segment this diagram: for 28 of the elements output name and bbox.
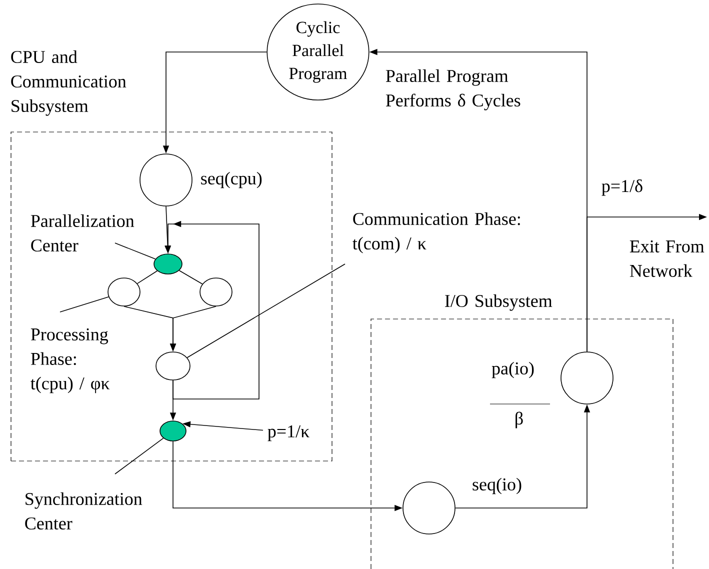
queue-circle (560, 352, 614, 404)
leader-line (114, 438, 164, 474)
annotation-text: Processing Phase: t(cpu) / φκ (30, 328, 110, 394)
annotation-text: p=1/κ (268, 425, 310, 442)
leader-line (114, 242, 156, 260)
queue-circle (402, 482, 456, 534)
processor-ellipse (108, 278, 140, 306)
center-ellipse (160, 420, 186, 442)
annotation-text: Synchronization Center (25, 492, 142, 530)
center-ellipse (154, 254, 182, 274)
connector-line (178, 270, 203, 284)
subsystem-title: CPU and Communication Subsystem (11, 50, 126, 116)
processor-ellipse (156, 352, 190, 380)
subsystem-title: I/O Subsystem (445, 294, 552, 311)
annotation-text: Communication Phase: t(com) / κ (352, 212, 520, 254)
note-text: Parallel Program Performs δ Cycles (386, 69, 520, 110)
queue-circle (140, 154, 192, 206)
connector-line (136, 270, 158, 284)
queue-label: pa(io) (492, 362, 534, 378)
queue-label: seq(io) (472, 478, 522, 494)
leader-line (186, 264, 346, 358)
annotation-text: Parallelization Center (30, 214, 134, 252)
queue-label: seq(cpu) (201, 172, 262, 188)
processor-ellipse (200, 278, 232, 306)
queue-label: β (516, 412, 523, 428)
edge-label: p=1/δ (602, 179, 642, 196)
leader-line (60, 296, 109, 312)
note-text: Exit From Network (630, 240, 704, 277)
